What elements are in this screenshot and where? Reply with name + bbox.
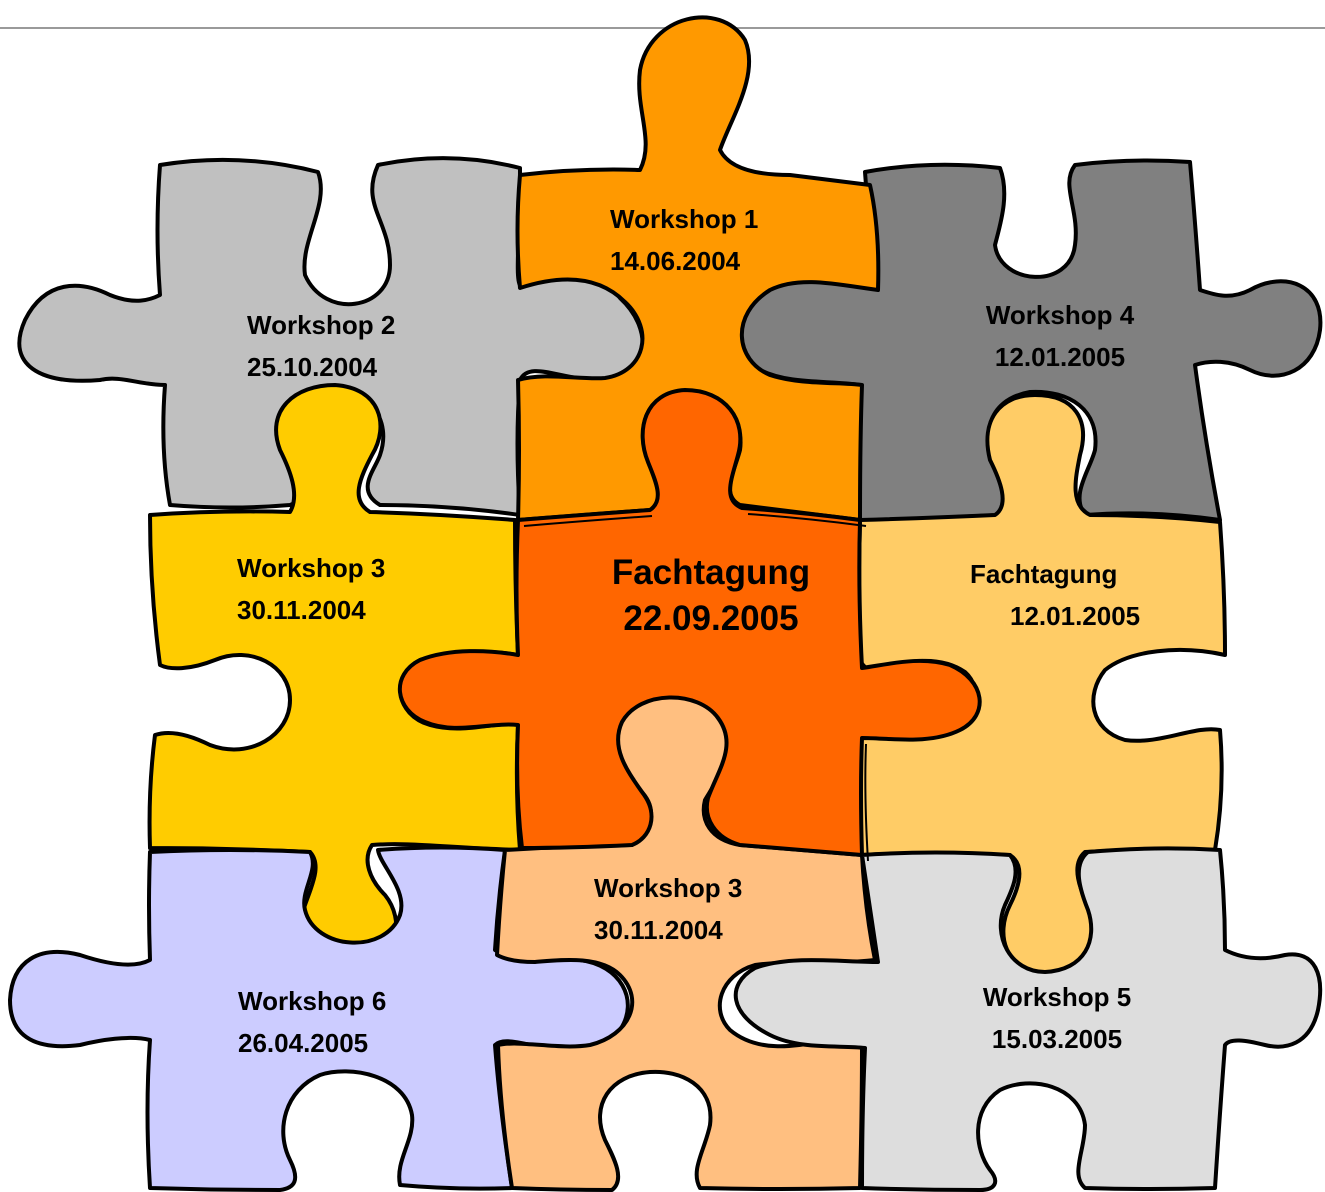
label-workshop-3-bottom-date: 30.11.2004 (594, 915, 723, 945)
label-fachtagung-right-date: 12.01.2005 (1010, 601, 1141, 631)
label-workshop-3-left-title: Workshop 3 (237, 553, 386, 583)
piece-workshop-5 (733, 846, 1323, 1192)
label-workshop-5-date: 15.03.2005 (991, 1024, 1123, 1054)
label-workshop-2: Workshop 2 25.10.2004 (247, 304, 395, 388)
label-workshop-4-title: Workshop 4 (985, 300, 1135, 330)
label-workshop-3-left-date: 30.11.2004 (237, 595, 366, 625)
top-divider-line (0, 27, 1325, 29)
label-workshop-5-title: Workshop 5 (982, 982, 1132, 1012)
label-fachtagung-center-date: 22.09.2005 (623, 599, 799, 638)
piece-workshop-2 (17, 156, 645, 517)
label-workshop-2-title: Workshop 2 (247, 310, 396, 340)
label-workshop-2-date: 25.10.2004 (247, 352, 378, 382)
center-piece-outline-echo (523, 513, 869, 862)
label-workshop-1: Workshop 1 14.06.2004 (610, 198, 758, 282)
label-workshop-4-date: 12.01.2005 (994, 342, 1126, 372)
label-workshop-5: Workshop 5 15.03.2005 (957, 976, 1157, 1060)
label-fachtagung-center-title: Fachtagung (611, 553, 811, 592)
label-workshop-6: Workshop 6 26.04.2005 (238, 980, 386, 1064)
piece-workshop-6 (8, 845, 630, 1192)
label-workshop-6-title: Workshop 6 (238, 986, 387, 1016)
piece-workshop-1 (515, 15, 881, 522)
label-fachtagung-right: Fachtagung 12.01.2005 (970, 553, 1140, 637)
label-workshop-3-left: Workshop 3 30.11.2004 (237, 547, 385, 631)
label-fachtagung-right-title: Fachtagung (970, 559, 1118, 589)
label-workshop-3-bottom-title: Workshop 3 (594, 873, 743, 903)
label-fachtagung-center: Fachtagung 22.09.2005 (596, 550, 826, 642)
piece-fachtagung-center (397, 388, 982, 857)
label-workshop-1-title: Workshop 1 (610, 204, 759, 234)
label-workshop-3-bottom: Workshop 3 30.11.2004 (594, 867, 742, 951)
label-workshop-1-date: 14.06.2004 (610, 246, 741, 276)
label-workshop-6-date: 26.04.2005 (238, 1028, 369, 1058)
label-workshop-4: Workshop 4 12.01.2005 (960, 294, 1160, 378)
